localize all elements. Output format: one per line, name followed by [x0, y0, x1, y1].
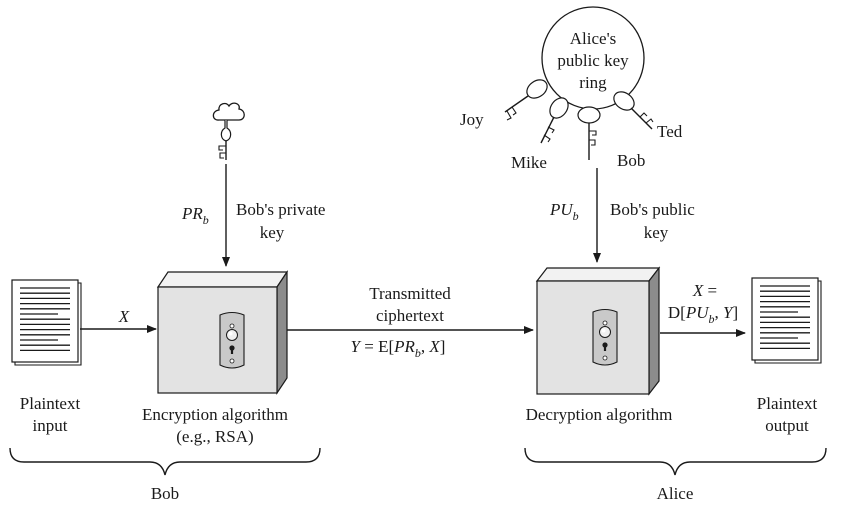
alice-brace: [524, 447, 827, 476]
key-name-ted: Ted: [657, 122, 683, 141]
key-ring-label-line3: ring: [579, 73, 607, 92]
joy-key-icon: [504, 79, 548, 121]
public-key-label-line1: Bob's public: [610, 200, 695, 219]
encryption-algorithm-box: [156, 270, 289, 395]
bob-key-icon: [577, 106, 601, 160]
plaintext-input-label-line2: input: [33, 416, 68, 435]
private-key-label-line1: Bob's private: [236, 200, 325, 219]
ted-key-icon: [613, 91, 654, 130]
mike-key-icon: [540, 97, 569, 144]
plaintext-output-label-line2: output: [765, 416, 809, 435]
plaintext-input-document-icon: [11, 279, 82, 366]
lock-icon: [592, 308, 618, 366]
plaintext-output-label-line1: Plaintext: [757, 394, 818, 413]
transmitted-label-line2: ciphertext: [376, 306, 444, 325]
decryption-label: Decryption algorithm: [526, 405, 673, 424]
private-key-variable: PRb: [181, 204, 209, 227]
output-equation-line1: X =: [692, 281, 717, 300]
input-variable: X: [118, 307, 130, 326]
key-ring-label-line1: Alice's: [570, 29, 617, 48]
bob-brace: [9, 447, 321, 476]
decryption-algorithm-box: [535, 266, 661, 396]
ciphertext-equation: Y = E[PRb, X]: [351, 337, 446, 360]
alice-group-label: Alice: [657, 484, 694, 503]
plaintext-input-label-line1: Plaintext: [20, 394, 81, 413]
transmitted-label-line1: Transmitted: [369, 284, 451, 303]
encryption-label-line1: Encryption algorithm: [142, 405, 288, 424]
key-name-mike: Mike: [511, 153, 547, 172]
lock-icon: [219, 311, 245, 369]
private-key-label-line2: key: [260, 223, 285, 242]
key-ring-label-line2: public key: [557, 51, 629, 70]
key-name-joy: Joy: [460, 110, 484, 129]
public-key-variable: PUb: [549, 200, 579, 223]
plaintext-output-document-icon: [751, 277, 822, 364]
key-name-bob: Bob: [617, 151, 645, 170]
encryption-label-line2: (e.g., RSA): [176, 427, 253, 446]
private-key-icon: [212, 102, 245, 160]
public-key-label-line2: key: [644, 223, 669, 242]
output-equation-line2: D[PUb, Y]: [668, 303, 738, 326]
bob-group-label: Bob: [151, 484, 179, 503]
